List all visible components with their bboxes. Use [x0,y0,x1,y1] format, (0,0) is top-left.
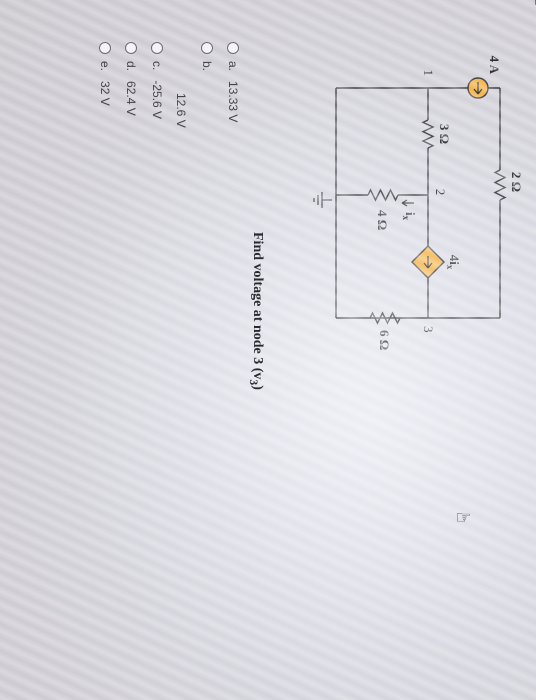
radio-button[interactable] [227,42,239,54]
label-ix: ix [401,212,418,221]
option-d[interactable]: d. 62.4 V [124,42,138,116]
option-c[interactable]: c. -25.6 V [150,42,164,119]
option-e[interactable]: e. 32 V [98,42,112,106]
option-b-value: 12.6 V [174,93,188,128]
source-arrow-icon [473,82,483,95]
label-4ohm: 4 Ω [375,210,390,230]
dep-arrow-icon [423,256,433,269]
label-4a: 4 A [487,56,502,75]
option-a[interactable]: a. 13.33 V [226,42,240,122]
radio-button[interactable] [151,42,163,54]
resistor-3ohm [421,119,435,149]
radio-button[interactable] [125,42,137,54]
ix-arrow-icon [401,199,414,207]
resistor-2ohm [493,169,507,201]
resistor-4ohm [367,188,399,202]
label-node-2: 2 [433,189,448,196]
hand-pointer-icon: ☞ [455,507,472,528]
label-node-1: 1 [421,70,436,77]
ground-icon [313,192,332,208]
question-text: Find voltage at node 3 (v3) [247,232,265,390]
radio-button[interactable] [201,42,213,54]
radio-button[interactable] [99,42,111,54]
resistor-6ohm [369,311,401,325]
label-6ohm: 6 Ω [377,330,392,350]
label-node-3: 3 [421,326,436,333]
label-2ohm: 2 Ω [509,172,524,192]
option-b[interactable]: b. [200,42,214,81]
label-3ohm: 3 Ω [437,124,452,144]
